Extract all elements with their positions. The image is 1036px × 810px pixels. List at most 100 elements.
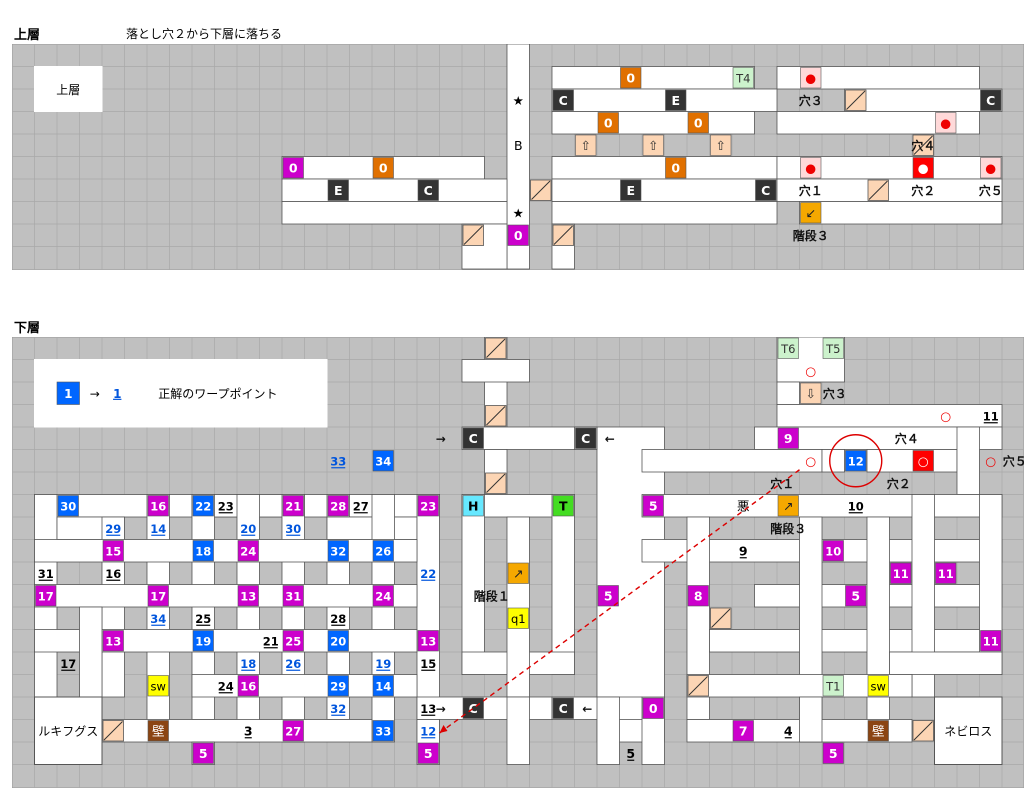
upper-marker: ●: [912, 157, 934, 179]
floor-cell: [281, 178, 508, 202]
lower-marker-text: 21: [285, 499, 301, 513]
lower-marker-text: 11: [938, 567, 954, 581]
upper-marker-text: 0: [289, 160, 298, 175]
lower-marker-tile: [192, 742, 214, 764]
lower-marker-text: ↗: [513, 566, 523, 581]
lower-marker: 10: [848, 499, 864, 514]
lower-marker-tile: [327, 495, 349, 517]
lower-marker-tile: [822, 675, 844, 697]
lower-marker-text: 31: [285, 589, 301, 603]
lower-marker-text: 29: [105, 522, 121, 536]
upper-marker: ⇧: [710, 134, 732, 156]
upper-marker-text: ●: [940, 115, 951, 130]
legend-sample-from: 1: [64, 387, 72, 401]
lower-marker: 28: [330, 612, 346, 626]
lower-marker-text: 24: [375, 589, 391, 603]
upper-marker: E: [620, 179, 642, 201]
lower-marker-text: T6: [780, 342, 795, 356]
lower-marker-text: 悪: [737, 498, 750, 513]
lower-marker: 17: [147, 585, 169, 607]
upper-marker: ★: [513, 205, 524, 220]
lower-marker-tile: [192, 630, 214, 652]
lower-marker: 19: [375, 657, 391, 671]
lower-marker-tile: [732, 720, 754, 742]
lower-marker-text: 23: [218, 499, 234, 513]
lower-marker: 5: [626, 746, 635, 761]
lower-marker: ○: [940, 408, 951, 423]
lower-marker-tile: [327, 630, 349, 652]
lower-marker-text: 13: [240, 589, 256, 603]
lower-marker-text: 18: [195, 544, 211, 558]
lower-marker: T6: [777, 337, 799, 359]
lower-marker: 33: [372, 720, 394, 742]
lower-marker: 5: [822, 742, 844, 764]
lower-marker: 11: [890, 562, 912, 584]
lower-marker: 5: [417, 742, 439, 764]
lower-marker-text: 17: [38, 589, 54, 603]
floor-cell: [551, 201, 778, 225]
floor-cell: [776, 381, 800, 405]
lower-marker-text: 27: [353, 499, 369, 513]
upper-marker: ⇧: [642, 134, 664, 156]
floor-cell: [506, 696, 530, 765]
town-right: ネビロス: [934, 696, 1003, 765]
lower-marker: 31: [38, 567, 54, 581]
floor-cell: [889, 651, 1003, 675]
upper-marker-text: B: [514, 138, 523, 153]
lower-marker: 16: [105, 567, 121, 581]
lower-marker: 25: [195, 612, 211, 626]
upper-floor-note: 落とし穴２から下層に落ちる: [126, 27, 283, 41]
lower-marker-tile: [147, 495, 169, 517]
lower-marker-text: 5: [851, 588, 860, 603]
lower-marker: ○: [805, 453, 816, 468]
lower-marker-text: 13: [420, 702, 436, 716]
lower-marker-text: 9: [739, 543, 748, 558]
upper-marker: E: [665, 89, 687, 111]
lower-marker: 15: [420, 657, 436, 671]
lower-marker-text: 17: [60, 657, 76, 671]
lower-marker: 16: [237, 675, 259, 697]
lower-marker: 14: [372, 675, 394, 697]
floor-cell: [776, 111, 980, 135]
upper-marker-tile: [800, 202, 822, 224]
floor-cell: [551, 66, 755, 90]
lower-marker-text: 4: [784, 723, 793, 738]
lower-marker-tile: [800, 382, 822, 404]
lower-marker: 5: [642, 495, 664, 517]
lower-marker-tile: [890, 562, 912, 584]
lower-marker: ○: [805, 363, 816, 378]
lower-marker-tile: [822, 540, 844, 562]
lower-marker-text: 14: [375, 679, 391, 693]
lower-label: 穴２: [887, 476, 911, 491]
upper-marker-tile: [507, 224, 529, 246]
upper-marker-tile: [327, 179, 349, 201]
upper-label: 穴５: [979, 183, 1003, 198]
floor-cell: [799, 201, 1003, 225]
lower-marker: 30: [57, 495, 79, 517]
floor-cell: [551, 88, 778, 112]
upper-marker: C: [552, 89, 574, 111]
lower-marker-tile: [597, 585, 619, 607]
upper-marker-tile: [597, 112, 619, 134]
lower-marker-tile: [372, 540, 394, 562]
lower-marker-tile: [327, 540, 349, 562]
upper-marker-tile: [980, 89, 1002, 111]
lower-marker: H: [462, 495, 484, 517]
stairs-slash: [711, 608, 731, 628]
lower-marker: 11: [980, 630, 1002, 652]
lower-marker: 34: [150, 612, 166, 626]
town-right-label: ネビロス: [944, 724, 992, 738]
lower-marker-text: C: [581, 431, 590, 446]
lower-marker-text: 32: [330, 702, 346, 716]
upper-marker-tile: [912, 157, 934, 179]
lower-marker-tile: [462, 495, 484, 517]
lower-marker-text: 5: [424, 746, 433, 761]
stairs-slash: [846, 90, 866, 110]
lower-marker-text: 5: [829, 746, 838, 761]
lower-marker-text: 16: [105, 567, 121, 581]
lower-marker-text: ○: [940, 408, 951, 423]
upper-marker-text: ●: [805, 70, 816, 85]
lower-marker-tile: [372, 585, 394, 607]
upper-marker-text: C: [986, 93, 995, 108]
